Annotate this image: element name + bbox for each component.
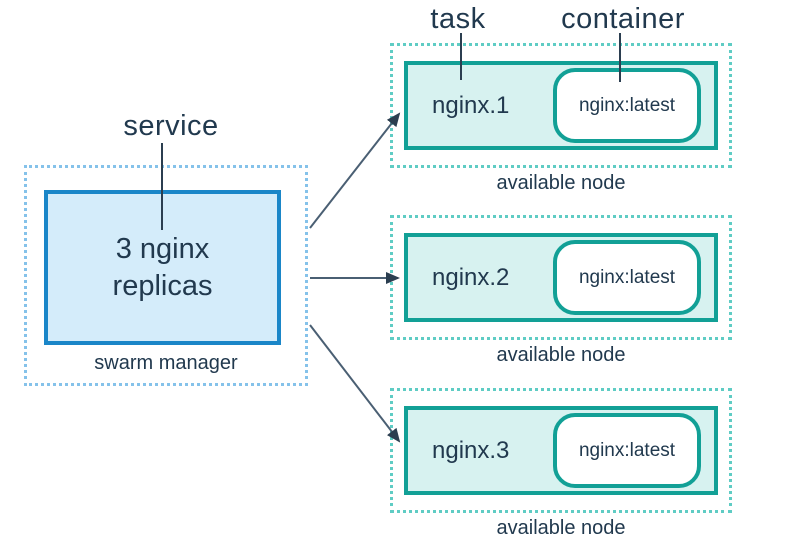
node-2-caption: available node <box>496 344 626 366</box>
node-1-dashed-border <box>390 43 732 168</box>
container-box-2: nginx:latest <box>553 240 701 315</box>
available-node-3: nginx.3 nginx:latest available node <box>390 388 732 543</box>
container-box-1: nginx:latest <box>553 68 701 143</box>
container-label: container <box>561 3 685 35</box>
swarm-manager-node: 3 nginx replicas swarm manager <box>24 165 308 386</box>
available-node-2: nginx.2 nginx:latest available node <box>390 215 732 370</box>
swarm-manager-caption: swarm manager <box>94 352 238 374</box>
container-image-3: nginx:latest <box>578 439 676 461</box>
task-name-2: nginx.2 <box>432 263 510 291</box>
service-replicas-text: 3 nginx replicas <box>112 233 213 302</box>
container-image-1: nginx:latest <box>578 94 676 116</box>
container-image-2: nginx:latest <box>578 266 676 288</box>
service-label: service <box>123 110 219 142</box>
task-label: task <box>430 3 486 35</box>
available-node-1: nginx.1 nginx:latest available node <box>390 43 732 198</box>
task-box-3: nginx.3 nginx:latest <box>404 406 718 495</box>
container-box-3: nginx:latest <box>553 413 701 488</box>
task-name-1: nginx.1 <box>432 91 510 119</box>
task-name-3: nginx.3 <box>432 436 510 464</box>
arrow-to-node-1 <box>309 112 401 229</box>
task-box-1: nginx.1 nginx:latest <box>404 61 718 150</box>
node-3-caption: available node <box>496 517 626 539</box>
arrow-to-node-3 <box>309 324 401 443</box>
node-1-caption: available node <box>496 172 626 194</box>
service-box: 3 nginx replicas <box>44 190 281 345</box>
node-3-dashed-border <box>390 388 732 513</box>
task-box-2: nginx.2 nginx:latest <box>404 233 718 322</box>
